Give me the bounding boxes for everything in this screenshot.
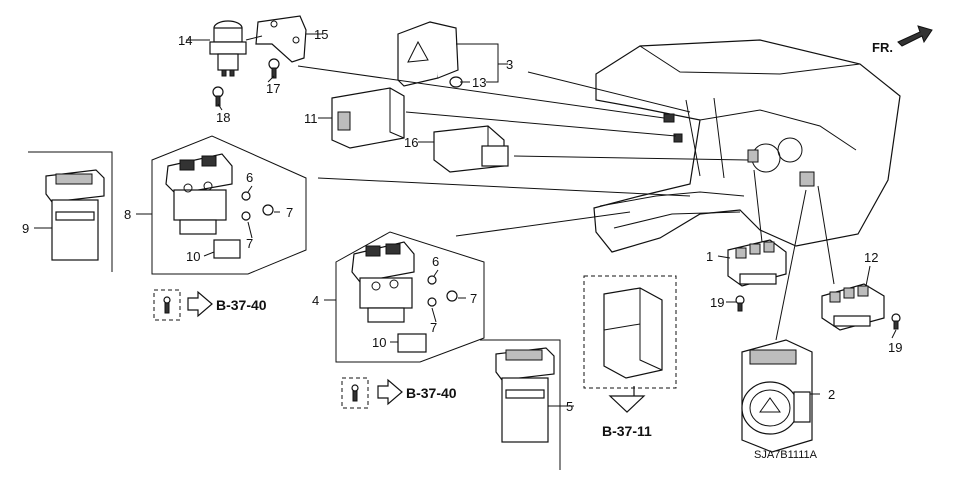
ref-left: B-37-40 <box>153 289 267 321</box>
leader-lines <box>34 33 897 407</box>
callout-11: 11 <box>304 111 318 126</box>
cover-dashed-box <box>583 275 677 389</box>
part-4-group <box>335 231 485 363</box>
callout-13: 13 <box>472 75 486 90</box>
part-19-screw-b <box>891 313 901 330</box>
ref-mid: B-37-40 <box>341 377 457 409</box>
part-3-hazard-switch <box>397 21 459 87</box>
callout-15: 15 <box>314 27 328 42</box>
part-18-screw <box>212 86 224 107</box>
part-9-switch <box>28 151 113 272</box>
part-1-window-switch <box>727 239 787 287</box>
part-14-switch <box>209 20 247 77</box>
callout-7c: 7 <box>470 291 477 306</box>
callout-19a: 19 <box>710 295 724 310</box>
callout-14: 14 <box>178 33 192 48</box>
callout-1: 1 <box>706 249 713 264</box>
diagram-code: SJA7B1111A <box>754 449 818 461</box>
part-8-group <box>151 135 307 275</box>
front-label: FR. <box>872 40 893 55</box>
front-arrow: FR. <box>872 25 933 55</box>
callout-7d: 7 <box>430 320 437 335</box>
callout-12: 12 <box>864 250 878 265</box>
part-12-window-switch <box>821 283 885 331</box>
callout-7a: 7 <box>286 205 293 220</box>
callout-4: 4 <box>312 293 319 308</box>
dashboard-assembly <box>593 39 901 253</box>
part-15-bracket <box>255 15 307 63</box>
callout-8: 8 <box>124 207 131 222</box>
part-5-switch <box>480 339 561 470</box>
callout-10b: 10 <box>372 335 386 350</box>
callouts: 14 15 17 18 3 13 11 16 9 8 6 7 7 10 4 6 … <box>22 27 902 414</box>
callout-18: 18 <box>216 110 230 125</box>
callout-2: 2 <box>828 387 835 402</box>
ref-label-mid: B-37-40 <box>406 385 457 401</box>
part-19-screw-a <box>735 295 745 312</box>
callout-16: 16 <box>404 135 418 150</box>
ref-label-left: B-37-40 <box>216 297 267 313</box>
ref-right: B-37-11 <box>602 386 652 439</box>
callout-5: 5 <box>566 399 573 414</box>
callout-7b: 7 <box>246 236 253 251</box>
callout-17: 17 <box>266 81 280 96</box>
ref-label-right: B-37-11 <box>602 423 652 439</box>
callout-9: 9 <box>22 221 29 236</box>
callout-6a: 6 <box>246 170 253 185</box>
part-2-knob <box>741 339 813 453</box>
part-17-screw <box>268 58 280 79</box>
callout-6b: 6 <box>432 254 439 269</box>
callout-19b: 19 <box>888 340 902 355</box>
part-16-switch <box>433 125 509 173</box>
part-11-switch <box>331 87 405 149</box>
callout-10a: 10 <box>186 249 200 264</box>
callout-3: 3 <box>506 57 513 72</box>
